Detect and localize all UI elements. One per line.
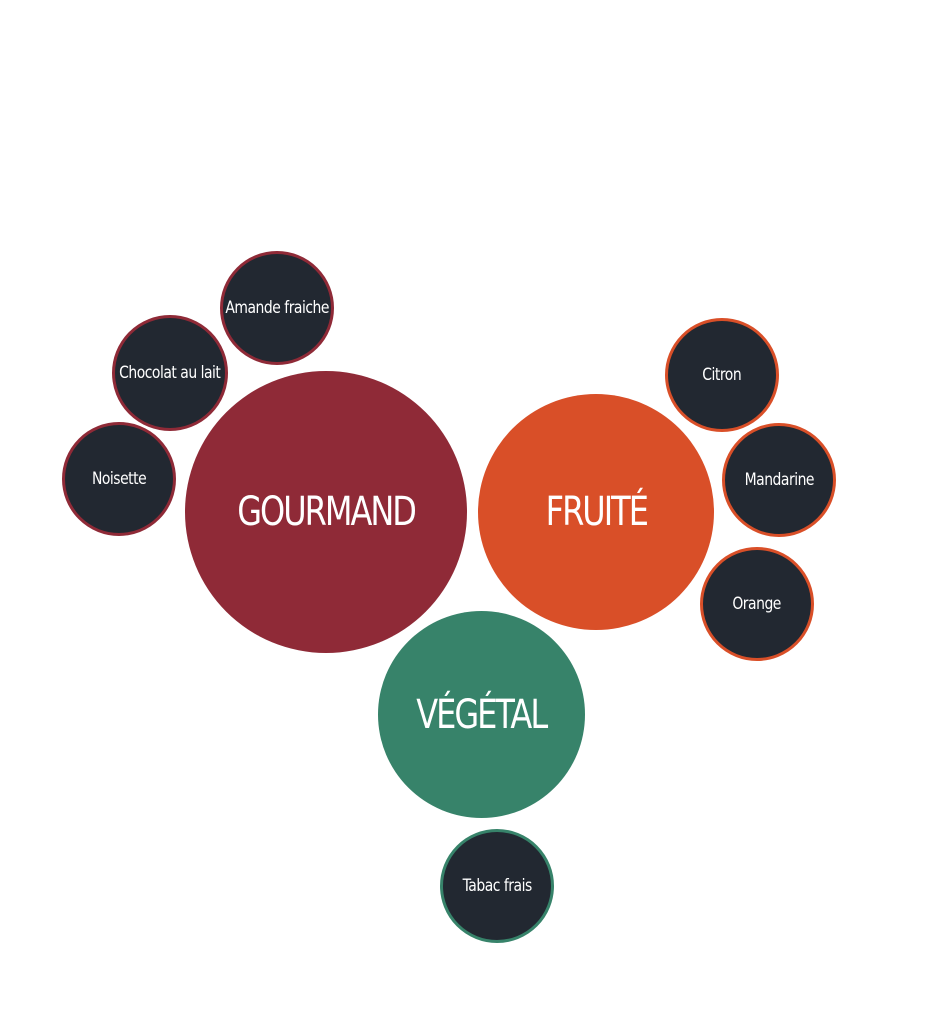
family-gourmand: GOURMAND	[185, 371, 467, 653]
note-orange: Orange	[700, 547, 814, 661]
note-tabac-frais: Tabac frais	[440, 829, 554, 943]
note-amande-fraiche: Amande fraiche	[220, 251, 334, 365]
note-label: Amande fraiche	[225, 298, 329, 318]
note-label: Noisette	[91, 469, 147, 489]
note-label: Mandarine	[744, 470, 814, 490]
family-label: FRUITÉ	[545, 489, 648, 535]
family-fruite: FRUITÉ	[478, 394, 714, 630]
note-label: Chocolat au lait	[119, 363, 221, 383]
note-label: Tabac frais	[462, 876, 532, 896]
family-label: GOURMAND	[237, 489, 417, 535]
note-label: Orange	[732, 594, 782, 614]
note-mandarine: Mandarine	[722, 423, 836, 537]
note-noisette: Noisette	[62, 422, 176, 536]
note-citron: Citron	[665, 318, 779, 432]
family-vegetal: VÉGÉTAL	[378, 611, 585, 818]
note-label: Citron	[702, 365, 742, 385]
family-label: VÉGÉTAL	[416, 691, 549, 738]
note-chocolat-au-lait: Chocolat au lait	[112, 315, 228, 431]
